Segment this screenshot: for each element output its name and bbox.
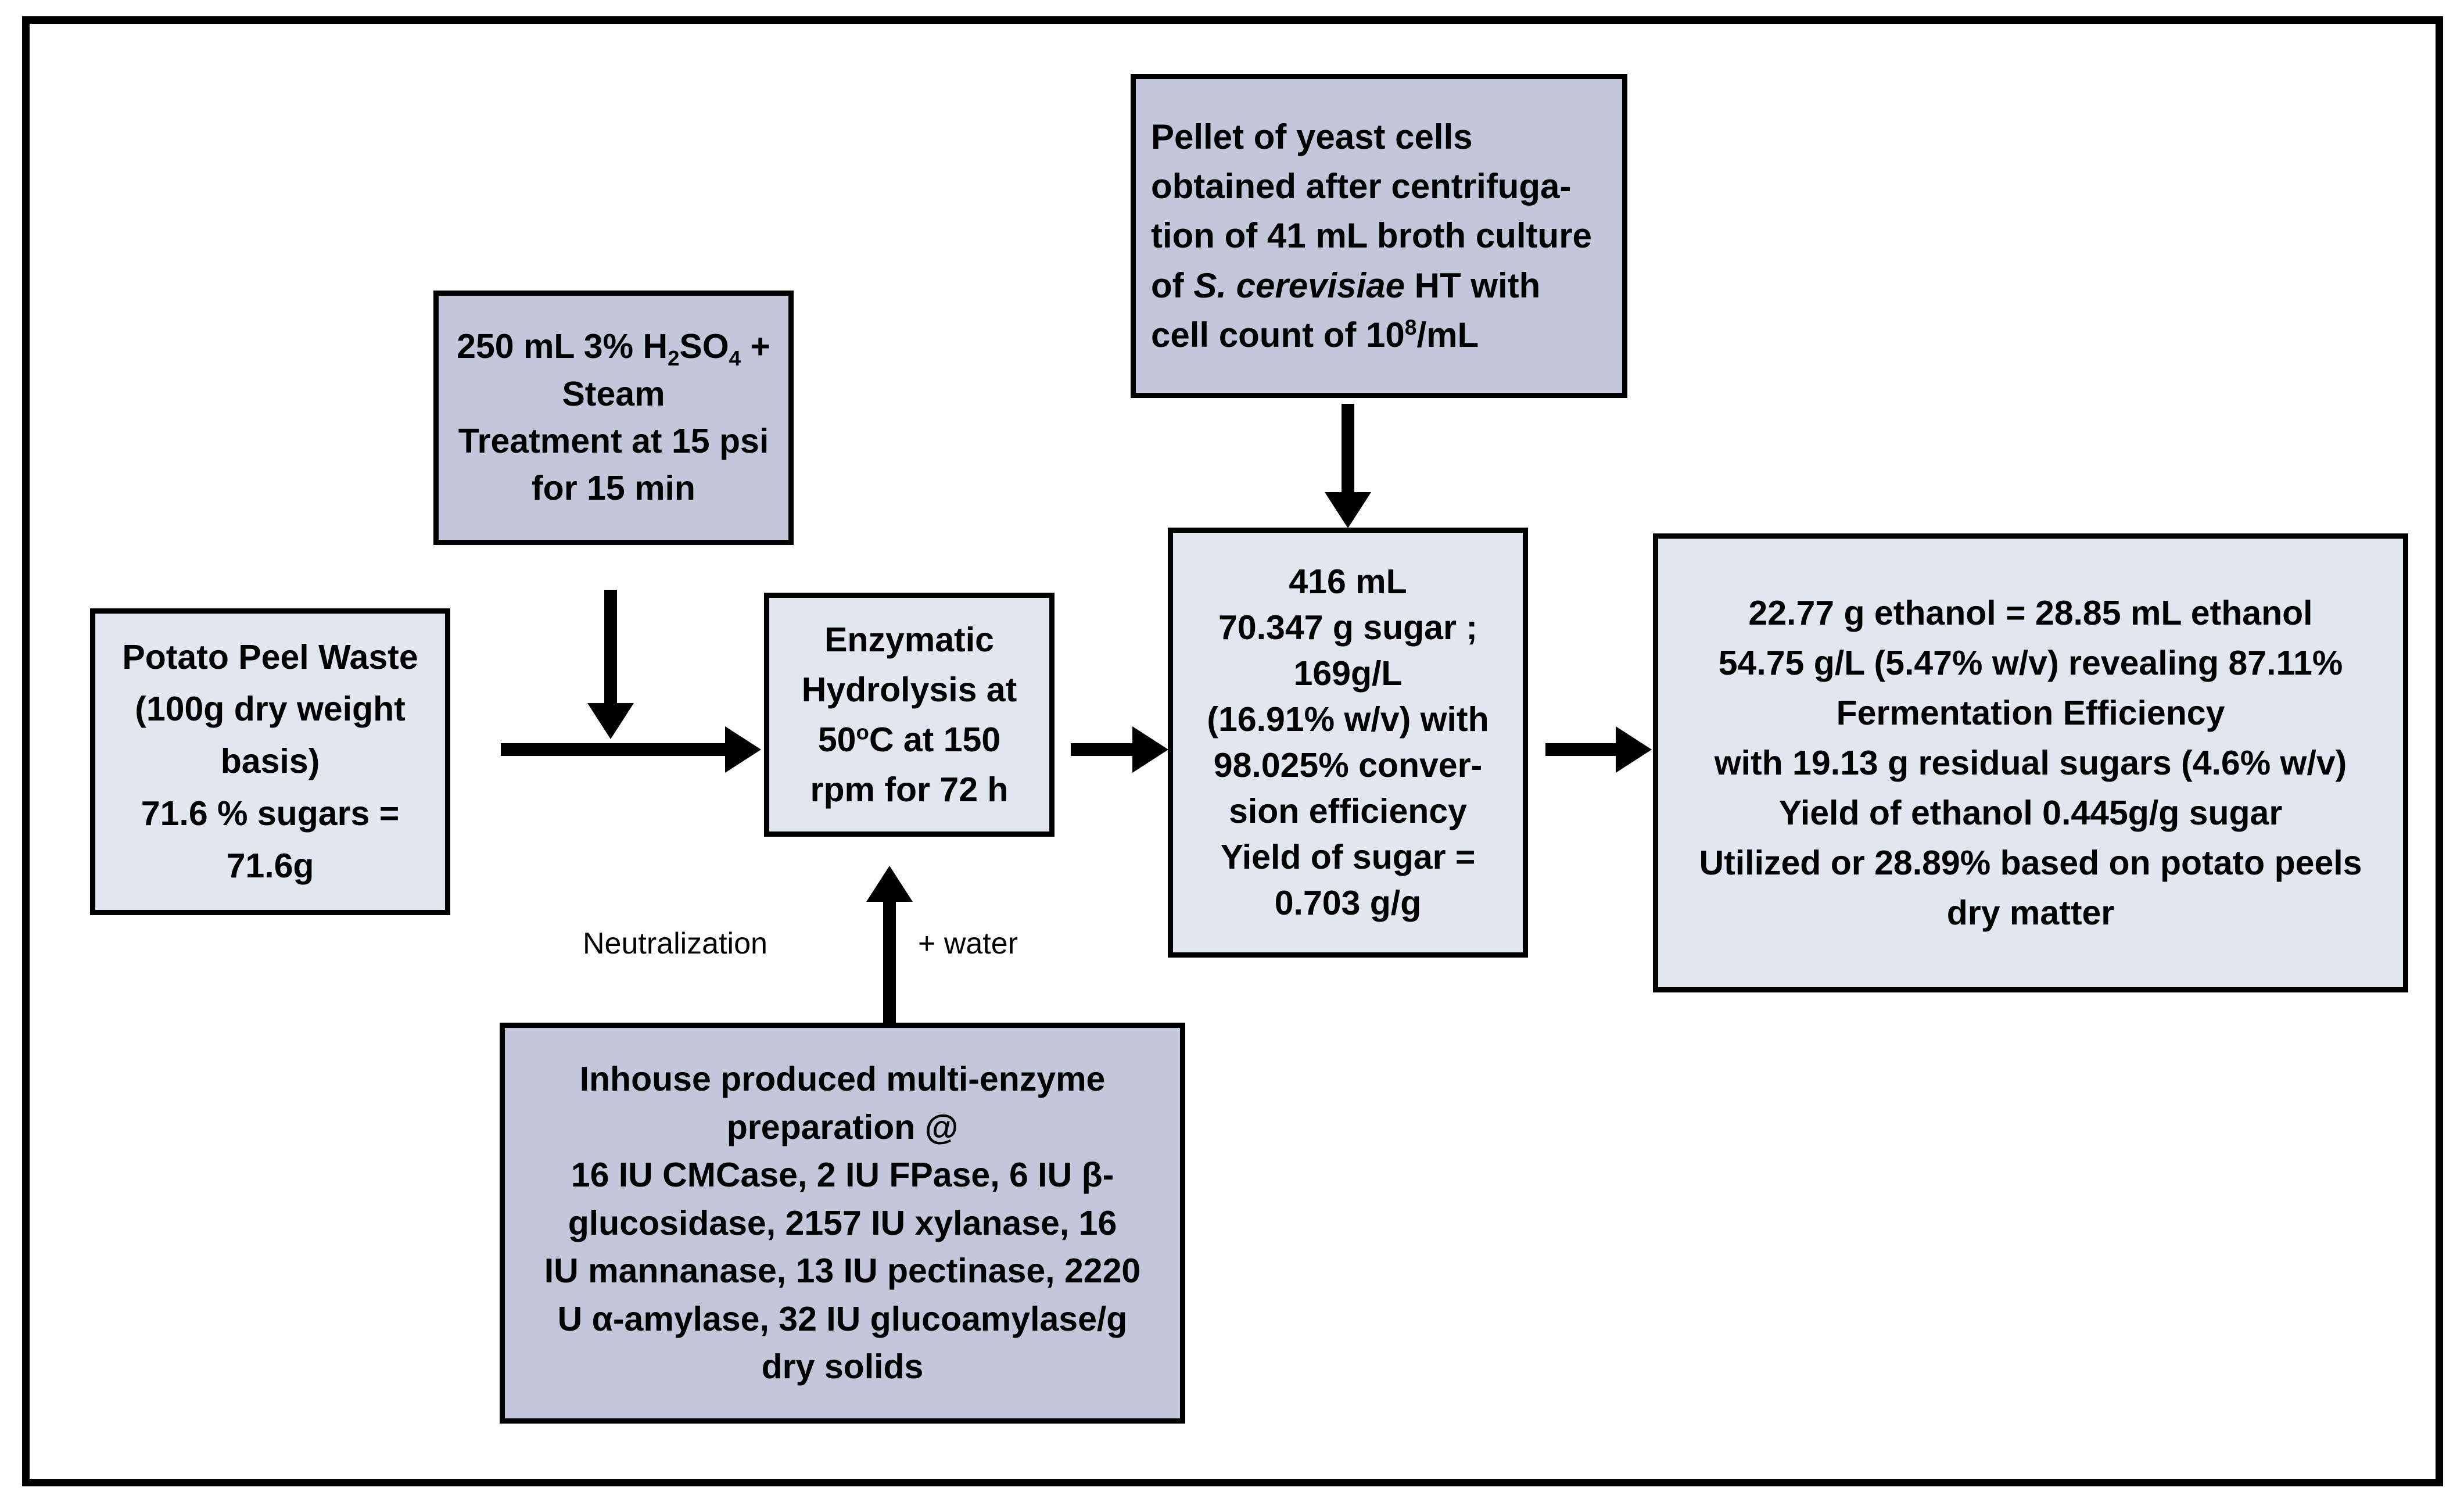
sugar-line-6: sion efficiency — [1229, 792, 1467, 831]
yeast-line-4-post: HT with — [1404, 266, 1541, 305]
h2so4-sub-2: 2 — [668, 346, 680, 370]
enzyme-line-6: U α-amylase, 32 IU glucoamylase/g — [557, 1299, 1128, 1338]
node-multi-enzyme-preparation: Inhouse produced multi-enzyme preparatio… — [500, 1023, 1185, 1424]
ethanol-line-1: 22.77 g ethanol = 28.85 mL ethanol — [1748, 593, 2313, 632]
sugar-line-2: 70.347 g sugar ; — [1218, 608, 1477, 647]
degree-symbol: o — [856, 720, 869, 744]
sugar-line-3: 169g/L — [1293, 654, 1403, 693]
hydrolysis-temp-pre: 50 — [817, 721, 856, 759]
yeast-line-3: tion of 41 mL broth culture — [1151, 216, 1592, 256]
ethanol-line-7: dry matter — [1946, 894, 2115, 933]
potato-line-5: 71.6g — [226, 846, 314, 885]
enzyme-line-3: 16 IU CMCase, 2 IU FPase, 6 IU β- — [571, 1156, 1114, 1195]
h2so4-sub-4: 4 — [729, 346, 741, 370]
potato-line-1: Potato Peel Waste — [122, 637, 418, 676]
ethanol-line-4: with 19.13 g residual sugars (4.6% w/v) — [1714, 743, 2347, 782]
node-sugar-hydrolysate: 416 mL 70.347 g sugar ; 169g/L (16.91% w… — [1168, 528, 1528, 958]
sugar-line-1: 416 mL — [1289, 562, 1407, 601]
enzyme-line-1: Inhouse produced multi-enzyme — [579, 1059, 1106, 1098]
node-acid-steam-pretreatment: 250 mL 3% H2SO4 + Steam Treatment at 15 … — [433, 291, 794, 545]
yeast-cellcount-exponent: 8 — [1404, 314, 1417, 339]
hydrolysis-line-1: Enzymatic — [824, 620, 994, 659]
sugar-line-5: 98.025% conver- — [1213, 746, 1483, 784]
enzyme-line-7: dry solids — [761, 1347, 924, 1386]
yeast-cellcount-post: /mL — [1416, 315, 1479, 354]
potato-line-2: (100g dry weight — [135, 690, 406, 729]
connector-enzyme-shaft — [883, 877, 896, 1023]
potato-line-3: basis) — [220, 742, 320, 781]
sugar-line-8: 0.703 g/g — [1274, 884, 1422, 923]
connector-hydrolysis-shaft — [1071, 743, 1135, 756]
yeast-line-5: cell count of 108/mL — [1151, 310, 1479, 360]
sugar-line-4: (16.91% w/v) with — [1207, 700, 1489, 739]
acid-line-1-pre: 250 mL 3% H — [457, 327, 668, 366]
acid-line-1: 250 mL 3% H2SO4 + — [457, 323, 770, 370]
ethanol-line-3: Fermentation Efficiency — [1836, 693, 2225, 732]
arrow-down-icon — [1325, 492, 1371, 528]
hydrolysis-temp-post: C at 150 — [869, 721, 1001, 759]
edge-label-plus-water: + water — [918, 927, 1018, 960]
acid-line-2: Steam — [562, 374, 665, 413]
potato-line-4: 71.6 % sugars = — [141, 794, 400, 833]
acid-line-4: for 15 min — [532, 469, 695, 508]
arrow-right-icon — [725, 726, 761, 773]
ethanol-line-6: Utilized or 28.89% based on potato peels — [1699, 844, 2362, 883]
ethanol-line-2: 54.75 g/L (5.47% w/v) revealing 87.11% — [1718, 643, 2343, 682]
connector-potato-shaft — [501, 743, 727, 756]
yeast-line-1: Pellet of yeast cells — [1151, 117, 1473, 157]
yeast-line-2: obtained after centrifuga- — [1151, 167, 1572, 206]
arrow-down-icon — [587, 703, 634, 739]
sugar-line-7: Yield of sugar = — [1220, 838, 1476, 877]
node-ethanol-result: 22.77 g ethanol = 28.85 mL ethanol 54.75… — [1653, 533, 2408, 992]
yeast-species-name: S. cerevisiae — [1193, 266, 1405, 305]
enzyme-line-5: IU mannanase, 13 IU pectinase, 2220 — [544, 1252, 1141, 1291]
node-potato-peel-waste: Potato Peel Waste (100g dry weight basis… — [90, 608, 450, 915]
acid-line-1-mid: SO — [679, 327, 729, 366]
arrow-right-icon — [1132, 726, 1168, 773]
yeast-line-4: of S. cerevisiae HT with — [1151, 261, 1540, 310]
edge-label-neutralization: Neutralization — [583, 927, 767, 960]
hydrolysis-line-2: Hydrolysis at — [801, 670, 1017, 709]
acid-line-1-post: + — [741, 327, 770, 366]
hydrolysis-line-4: rpm for 72 h — [810, 770, 1009, 809]
yeast-cellcount-pre: cell count of 10 — [1151, 315, 1405, 354]
ethanol-line-5: Yield of ethanol 0.445g/g sugar — [1778, 794, 2283, 833]
acid-line-3: Treatment at 15 psi — [458, 422, 769, 460]
enzyme-line-2: preparation @ — [726, 1107, 959, 1146]
arrow-up-icon — [866, 866, 913, 902]
connector-acid-shaft — [604, 590, 617, 706]
connector-yeast-shaft — [1342, 404, 1354, 497]
arrow-right-icon — [1616, 726, 1652, 773]
node-enzymatic-hydrolysis: Enzymatic Hydrolysis at 50oC at 150 rpm … — [764, 593, 1055, 837]
node-yeast-inoculum: Pellet of yeast cells obtained after cen… — [1131, 74, 1627, 398]
yeast-line-4-pre: of — [1151, 266, 1194, 305]
connector-sugar-shaft — [1545, 743, 1618, 756]
enzyme-line-4: glucosidase, 2157 IU xylanase, 16 — [568, 1203, 1117, 1242]
hydrolysis-line-3: 50oC at 150 — [818, 715, 1000, 765]
